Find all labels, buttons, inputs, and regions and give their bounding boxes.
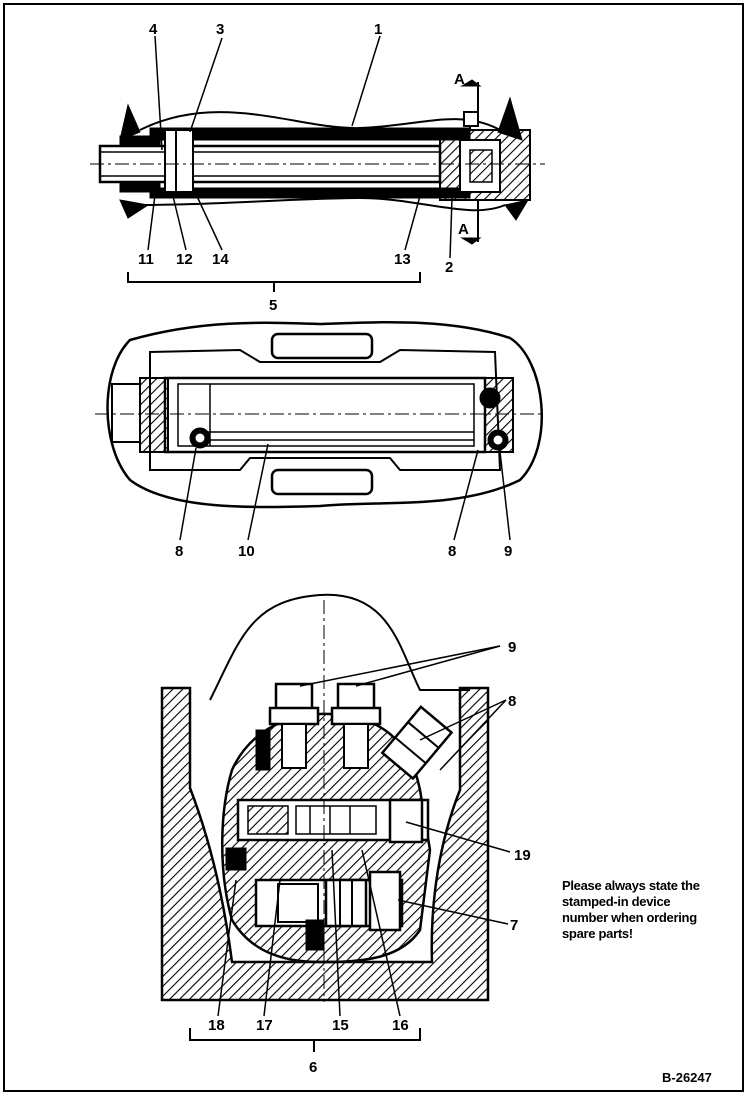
label-8-bottom: 8 [508,693,516,710]
label-8-left: 8 [175,543,183,560]
label-18: 18 [208,1017,225,1034]
label-8-right: 8 [448,543,456,560]
ordering-note: Please always state the stamped-in devic… [562,878,742,942]
note-line-4: spare parts! [562,926,633,941]
label-a-bottom: A [458,221,469,238]
diagram-frame [3,3,744,1092]
label-1: 1 [374,21,382,38]
label-9-bottom: 9 [508,639,516,656]
note-line-1: Please always state the [562,878,700,893]
label-15: 15 [332,1017,349,1034]
label-12: 12 [176,251,193,268]
label-17: 17 [256,1017,273,1034]
label-9-middle: 9 [504,543,512,560]
label-13: 13 [394,251,411,268]
label-5: 5 [269,297,277,314]
label-7: 7 [510,917,518,934]
label-2: 2 [445,259,453,276]
label-3: 3 [216,21,224,38]
shaft-assembly-section [90,35,545,292]
label-14: 14 [212,251,229,268]
label-19: 19 [514,847,531,864]
note-line-2: stamped-in device [562,894,671,909]
label-11: 11 [138,251,154,268]
label-6: 6 [309,1059,317,1076]
document-number: B-26247 [662,1070,712,1085]
label-16: 16 [392,1017,409,1034]
housing-top-view [95,321,545,541]
part-labels: 4 3 1 A A 11 12 14 13 2 5 8 10 8 9 9 8 1… [138,21,531,1076]
label-a-top: A [454,71,465,88]
label-10: 10 [238,543,255,560]
label-4: 4 [149,21,158,38]
valve-section [160,593,511,1052]
note-line-3: number when ordering [562,910,697,925]
